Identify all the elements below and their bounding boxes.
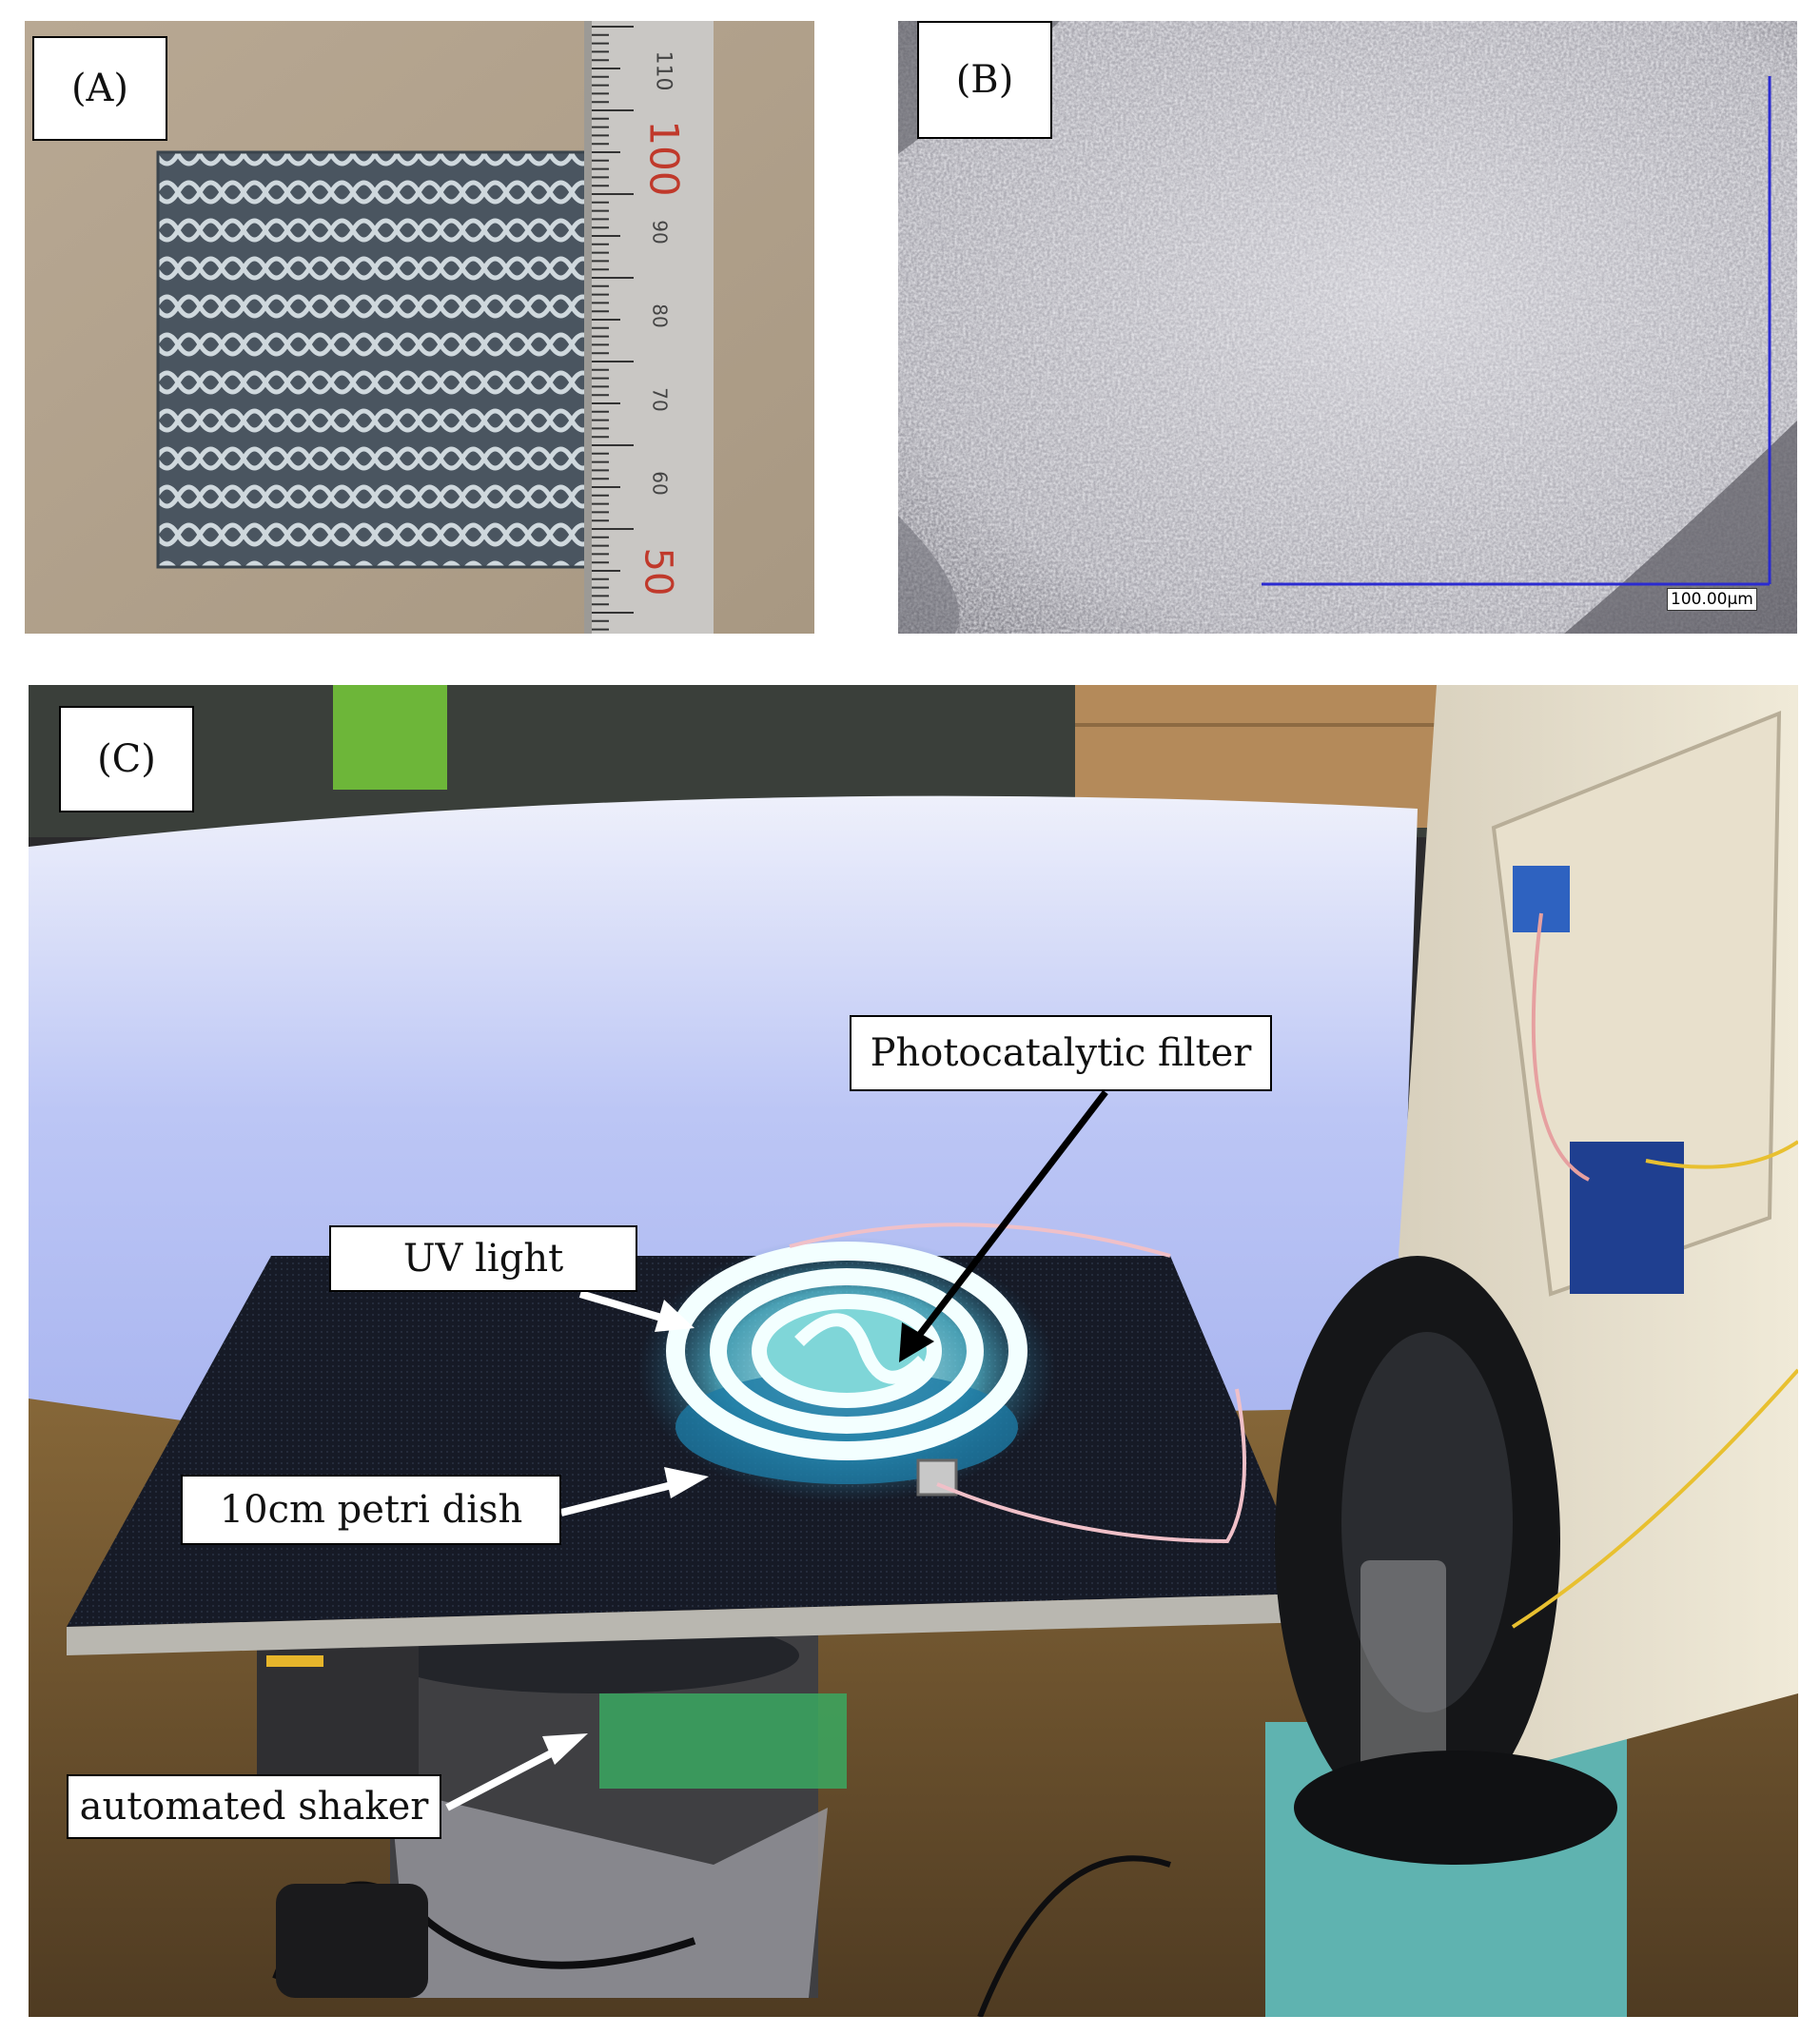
petri-dish-label: 10cm petri dish (219, 1488, 523, 1532)
ruler-label-60: 60 (648, 471, 672, 496)
uv-light-coil (637, 1223, 1246, 1544)
panel-c-label: (C) (59, 706, 194, 812)
panel-b-label-text: (B) (955, 58, 1014, 102)
ruler-label-100: 100 (640, 120, 688, 197)
panel-c-setup-photo: (C) Photocatalytic filter UV light 10cm … (29, 685, 1798, 2017)
petri-dish-callout: 10cm petri dish (181, 1475, 561, 1545)
uv-light-callout: UV light (329, 1225, 637, 1292)
ruler-label-80: 80 (648, 303, 672, 328)
ruler-label-110: 110 (651, 50, 675, 91)
panel-b-micrograph: (B) 100.00µm (898, 21, 1797, 634)
photocatalytic-filter-label: Photocatalytic filter (870, 1031, 1252, 1075)
photocatalytic-filter-callout: Photocatalytic filter (850, 1015, 1272, 1091)
ruler-label-70: 70 (648, 387, 672, 412)
filter-sample-image (25, 21, 814, 634)
panel-a-label: (A) (32, 36, 167, 141)
ruler (584, 21, 714, 634)
automated-shaker (257, 1617, 847, 1998)
panel-a-label-text: (A) (70, 67, 129, 110)
panel-c-label-text: (C) (97, 737, 156, 781)
filter-mesh (158, 152, 586, 567)
scale-bar (1262, 76, 1771, 586)
fan-housing (1275, 685, 1798, 1865)
callout-arrows (445, 1089, 1108, 1811)
panel-a-photo: (A) 110 100 90 80 70 60 50 (25, 21, 814, 634)
panel-b-label: (B) (917, 21, 1052, 139)
ruler-label-90: 90 (648, 220, 672, 245)
ruler-label-50: 50 (636, 547, 680, 597)
automated-shaker-callout: automated shaker (67, 1774, 441, 1839)
automated-shaker-label: automated shaker (79, 1785, 429, 1829)
scale-bar-label: 100.00µm (1667, 588, 1757, 611)
uv-light-label: UV light (402, 1237, 564, 1281)
